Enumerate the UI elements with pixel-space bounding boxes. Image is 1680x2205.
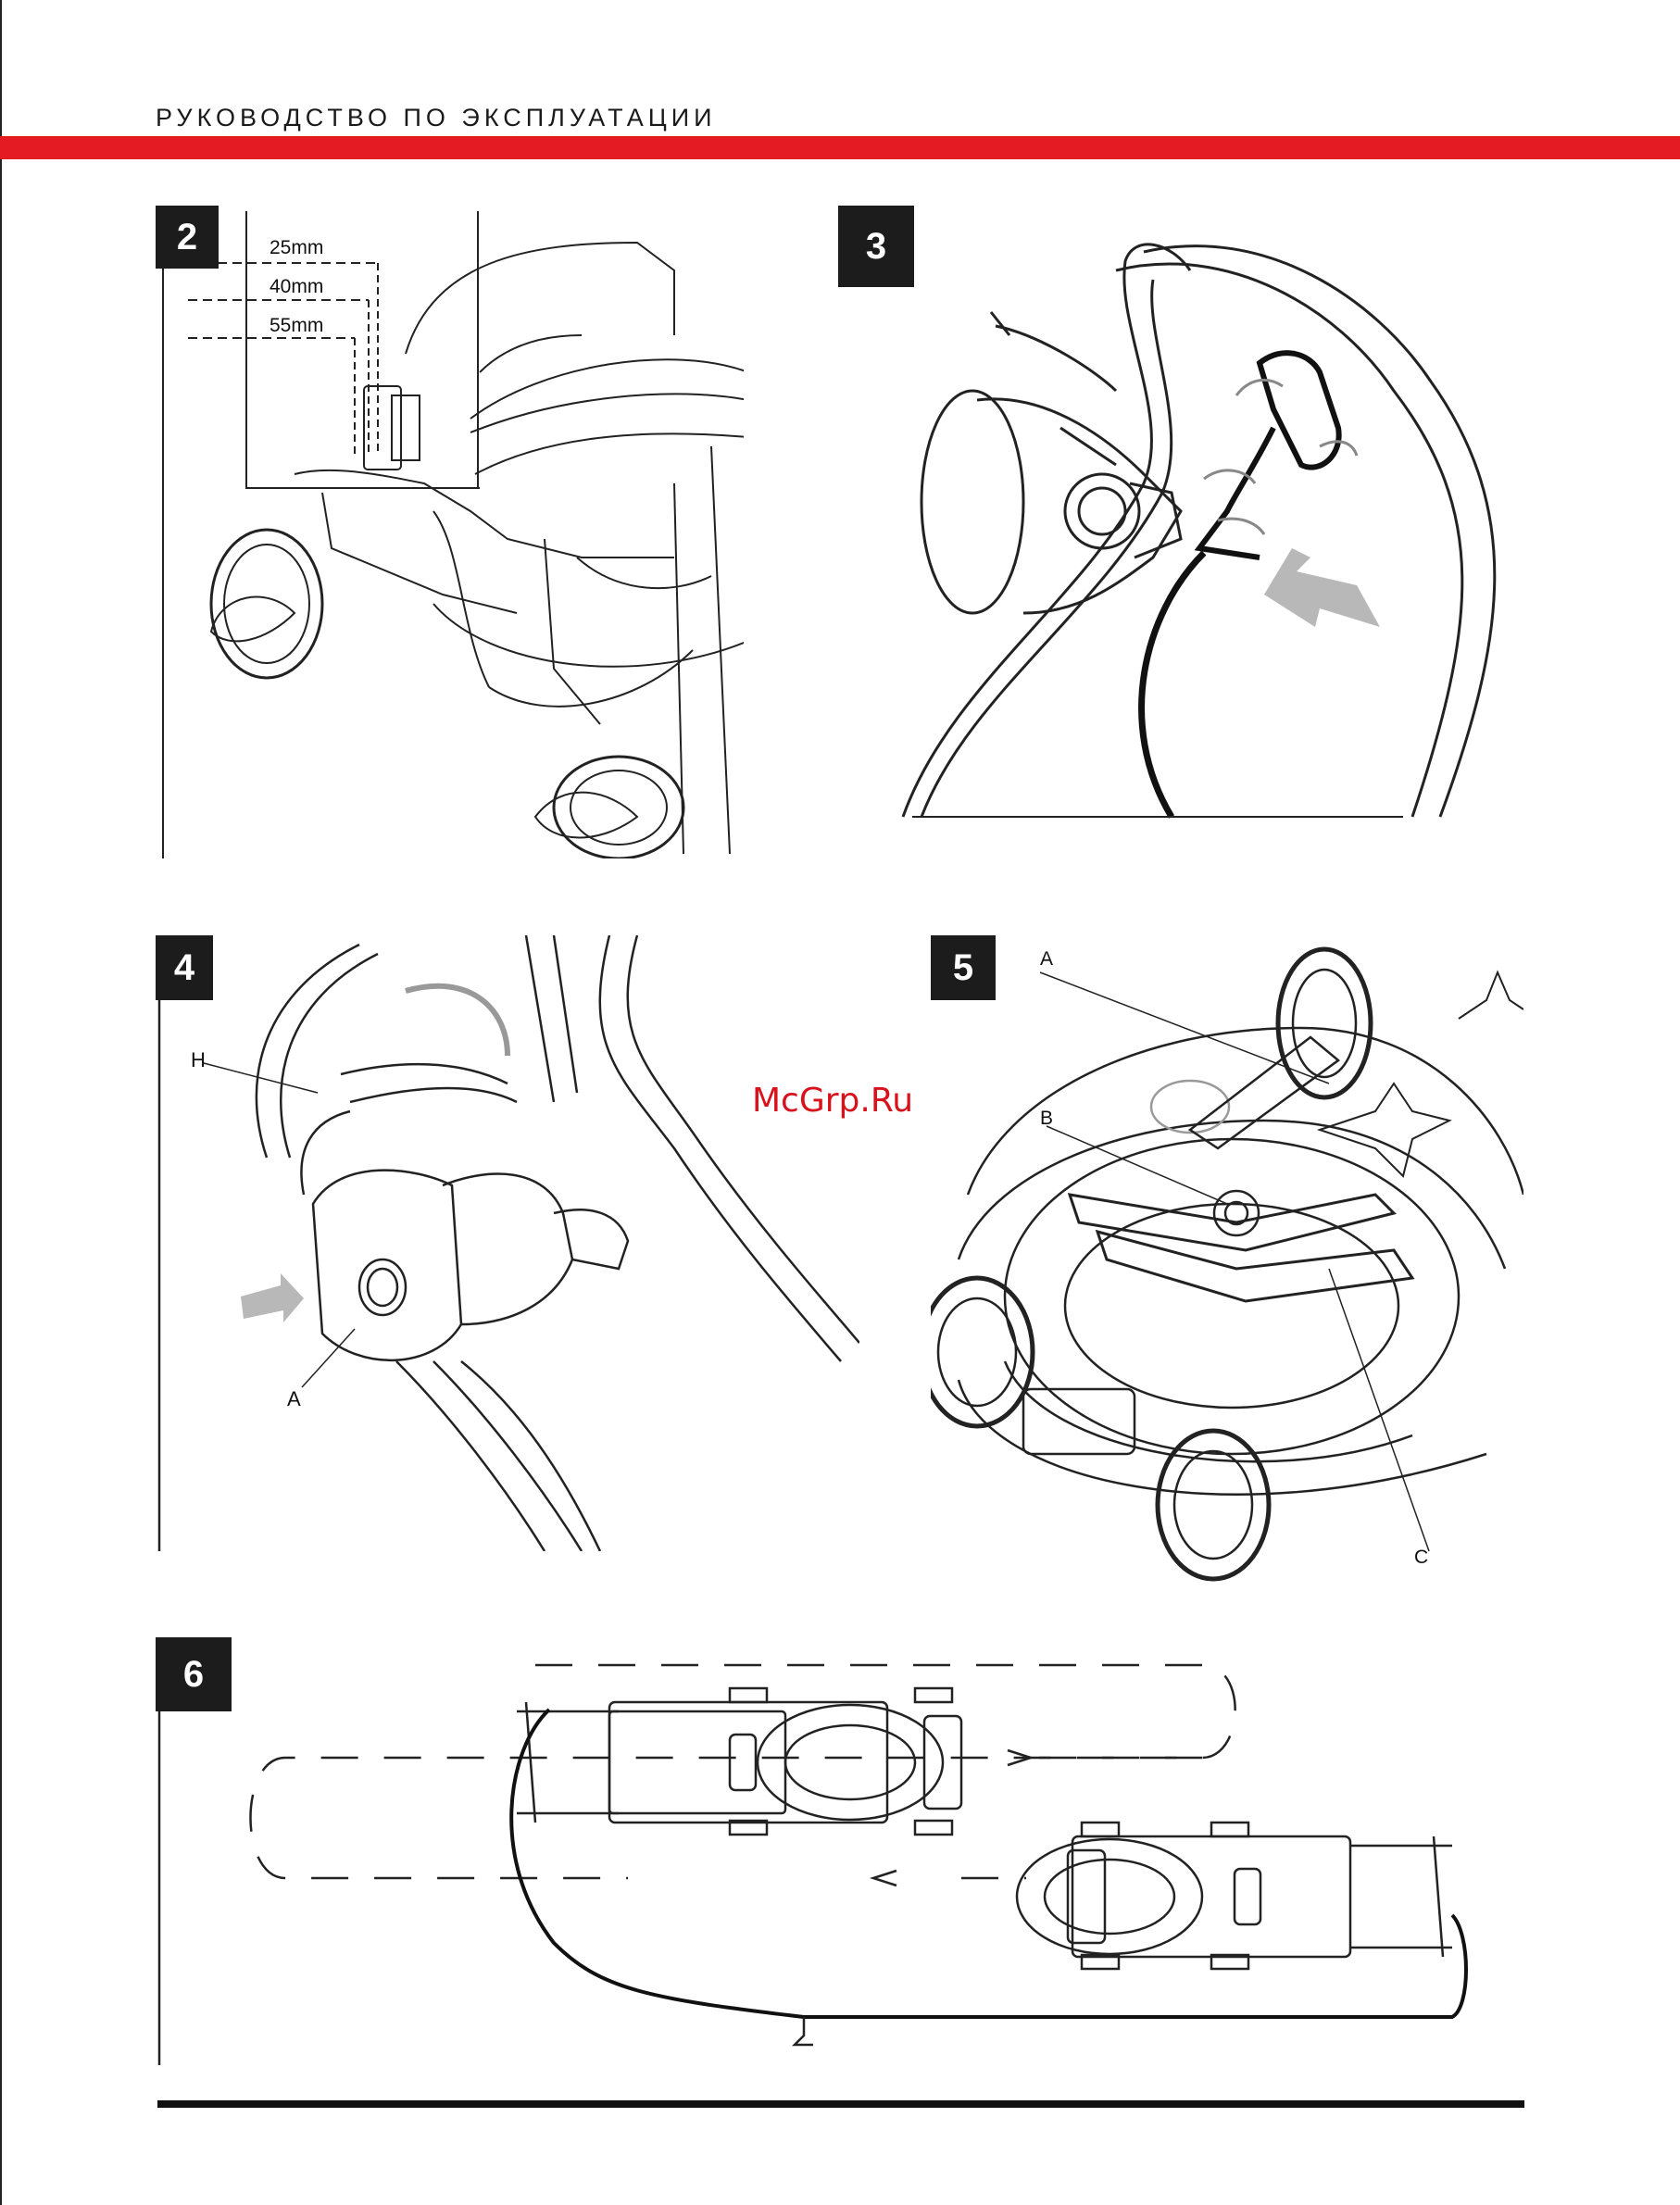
callout-label-a: A [1040,948,1053,971]
callout-label-c: C [1414,1547,1428,1569]
figure-4-illustration [156,935,859,1551]
figure-number-badge: 6 [156,1637,232,1711]
figure-5: 5 A B C [931,935,1523,1597]
figure-2-illustration [156,206,744,858]
callout-label-h: H [191,1048,206,1072]
figure-3: 3 [838,206,1528,858]
header-red-bar [0,136,1680,159]
height-label-40mm: 40mm [270,276,323,298]
callout-label-b: B [1040,1108,1053,1130]
figure-number-badge: 5 [931,935,996,1000]
figure-number-badge: 3 [838,206,914,287]
height-label-55mm: 55mm [270,315,323,337]
figure-3-illustration [838,206,1528,858]
bottom-rule [157,2100,1524,2108]
figure-6-illustration [156,1637,1528,2065]
figure-6: 6 [156,1637,1528,2065]
figure-number-badge: 4 [156,935,213,1000]
page-header: РУКОВОДСТВО ПО ЭКСПЛУАТАЦИИ [156,104,717,132]
watermark: McGrp.Ru [752,1082,913,1120]
callout-label-a: A [287,1387,301,1411]
figure-2: 2 25mm 40mm 55mm [156,206,744,858]
figure-5-illustration [931,935,1523,1597]
figure-number-badge: 2 [156,206,219,269]
height-label-25mm: 25mm [270,237,323,259]
figure-4: 4 H A [156,935,859,1551]
page-left-edge [0,0,2,2205]
